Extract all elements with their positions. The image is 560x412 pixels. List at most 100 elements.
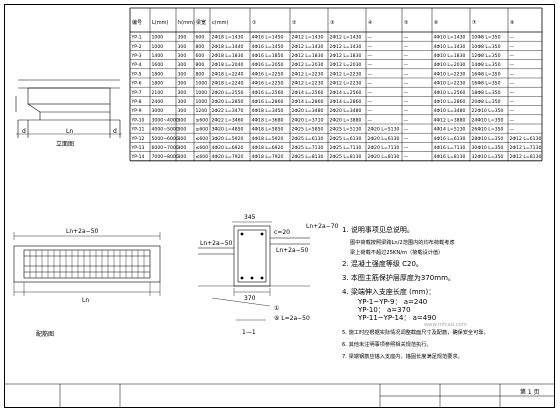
table-cell: 10Φ8 L=350 [472,35,501,41]
table-cell: 6000~7000 [152,145,179,151]
table-cell: 24Φ10 L=350 [472,117,504,123]
table-cell: 1400 [152,53,164,59]
table-cell: 2Φ20 L=5130 [368,127,400,133]
table-cell: 2Φ14 L=2560 [292,90,324,96]
table-cell: 3000 [152,108,164,114]
table-cell: 300 [178,81,187,87]
table-cell: 4Φ18 L=3450 [252,108,284,114]
table-cell: 4000~5000 [152,127,179,133]
table-cell: 2Φ25 L=8130 [292,154,324,160]
table-cell: YP-2 [131,44,142,50]
table-cell: 300 [178,90,187,96]
table-cell: 300 [178,71,187,77]
table-cell: 4Φ10 L=1430 [434,35,466,41]
table-cell: 1800 [152,71,164,77]
table-cell: 1000 [152,35,164,41]
notes-line-6: YP-1~YP-9： a=240 [357,298,427,306]
table-cell: 800 [196,71,205,77]
table-cell: 2Φ22 L=3460 [212,117,244,123]
section-note-a: ① [274,305,279,312]
table-cell: 4Φ10 L=2230 [434,81,466,87]
table-cell: 4Φ16 L=1850 [252,53,284,59]
table-cell: 4Φ12 L=3880 [434,117,466,123]
table-cell: 4Φ18 L=7920 [252,154,284,160]
table-cell: 2Φ25 L=8130 [330,154,362,160]
table-cell: 2400 [152,99,164,105]
table-cell: — [510,82,515,87]
table-cell: — [368,63,373,68]
table-cell: — [510,72,515,77]
table-cell: 2100 [152,90,164,96]
table-cell: 4Φ18 L=5920 [252,136,284,142]
table-cell: 2Φ12 L=1430 [292,44,324,50]
table-cell: 2Φ12 L=1830 [330,53,362,59]
table-cell: — [404,109,409,114]
table-cell: YP-3 [131,53,142,59]
table-header-cell: ④ [368,20,373,26]
section-view [198,221,310,321]
section-dim-top: 345 [244,214,256,221]
table-cell: 4Φ10 L=2030 [434,62,466,68]
table-cell: 2Φ25 L=5130 [330,127,362,133]
section-note-b: ⑧ L=2a−50 [274,315,310,322]
table-cell: 1000 [196,81,208,87]
table-cell: 2Φ12 L=2230 [330,81,362,87]
table-cell: 4Φ16 L=8130 [434,154,466,160]
table-cell: 3Φ20 L=5920 [212,136,244,142]
table-cell: 2Φ20 L=7130 [368,145,400,151]
design-notes: 1. 说明事项见总说明。 图中荷载按照梁跨Ln/2范围内的均布荷载考虑 梁上荷载… [342,225,489,360]
section-dim-right: Ln+2a−70 [306,223,339,230]
elevation-dim-right: d [113,128,117,135]
table-cell: — [404,100,409,105]
table-cell: 1800 [152,81,164,87]
table-cell: 4Φ16 L=7130 [434,145,466,151]
table-header-cell: ③ [330,20,334,26]
table-cell: 4Φ14 L=5130 [434,127,466,133]
table-cell: YP-5 [131,71,142,77]
page-number: 第 1 页 [520,388,540,396]
notes-line-1: 图中荷载按照梁跨Ln/2范围内的均布荷载考虑 [350,238,455,246]
table-cell: 32Φ10 L=350 [472,154,504,160]
notes-line-4: 3. 本图主筋保护层厚度为370mm。 [342,273,455,282]
table-cell: 600 [196,53,205,59]
rebar-view [13,232,161,296]
notes-line-5: 4. 梁端伸入支座长度 (mm)： [342,287,435,296]
table-cell: — [368,109,373,114]
table-cell: 12Φ8 L=350 [472,53,501,59]
table-header-cell: h(mm) [178,20,195,26]
table-cell: 300 [178,154,187,160]
table-cell: 2Φ18 L=2240 [212,81,244,87]
table-cell: 2Φ12 L=2030 [330,62,362,68]
table-cell: — [510,63,515,68]
table-cell: YP-11 [131,127,145,133]
table-cell: ≤600 [196,117,209,123]
table-cell: — [404,118,409,123]
table-cell: 800 [196,44,205,50]
table-cell: 4Φ18 L=3680 [252,117,284,123]
table-cell: — [368,118,373,123]
table-cell: 300 [178,145,187,151]
table-cell: 2Φ20 L=3710 [292,117,324,123]
table-cell: YP-14 [131,154,145,160]
rebar-view-dim-top: Ln+2a−50 [66,228,99,235]
table-cell: 26Φ10 L=350 [472,127,504,133]
table-cell: 1000 [152,44,164,50]
table-cell: 800 [196,62,205,68]
table-cell: YP-12 [131,136,145,142]
table-cell: YP-8 [131,99,142,105]
table-header-cell: ⑤ [404,20,408,26]
table-cell: 4Φ10 L=2560 [434,90,466,96]
table-cell: 4Φ10 L=1430 [434,44,466,50]
table-cell: 4Φ16 L=1450 [252,44,284,50]
table-cell: — [404,63,409,68]
table-cell: 20Φ8 L=350 [472,99,501,105]
table-cell: 4Φ10 L=3480 [434,108,466,114]
table-cell: 2Φ14 L=2860 [292,99,324,105]
table-cell: — [404,82,409,87]
rebar-view-caption: 配筋图 [36,330,54,338]
table-cell: 2Φ12 L=1430 [292,35,324,41]
table-cell: 16Φ8 L=350 [472,71,501,77]
table-cell: 4Φ16 L=1450 [252,35,284,41]
table-cell: 300 [178,136,187,142]
table-cell: — [510,109,515,114]
